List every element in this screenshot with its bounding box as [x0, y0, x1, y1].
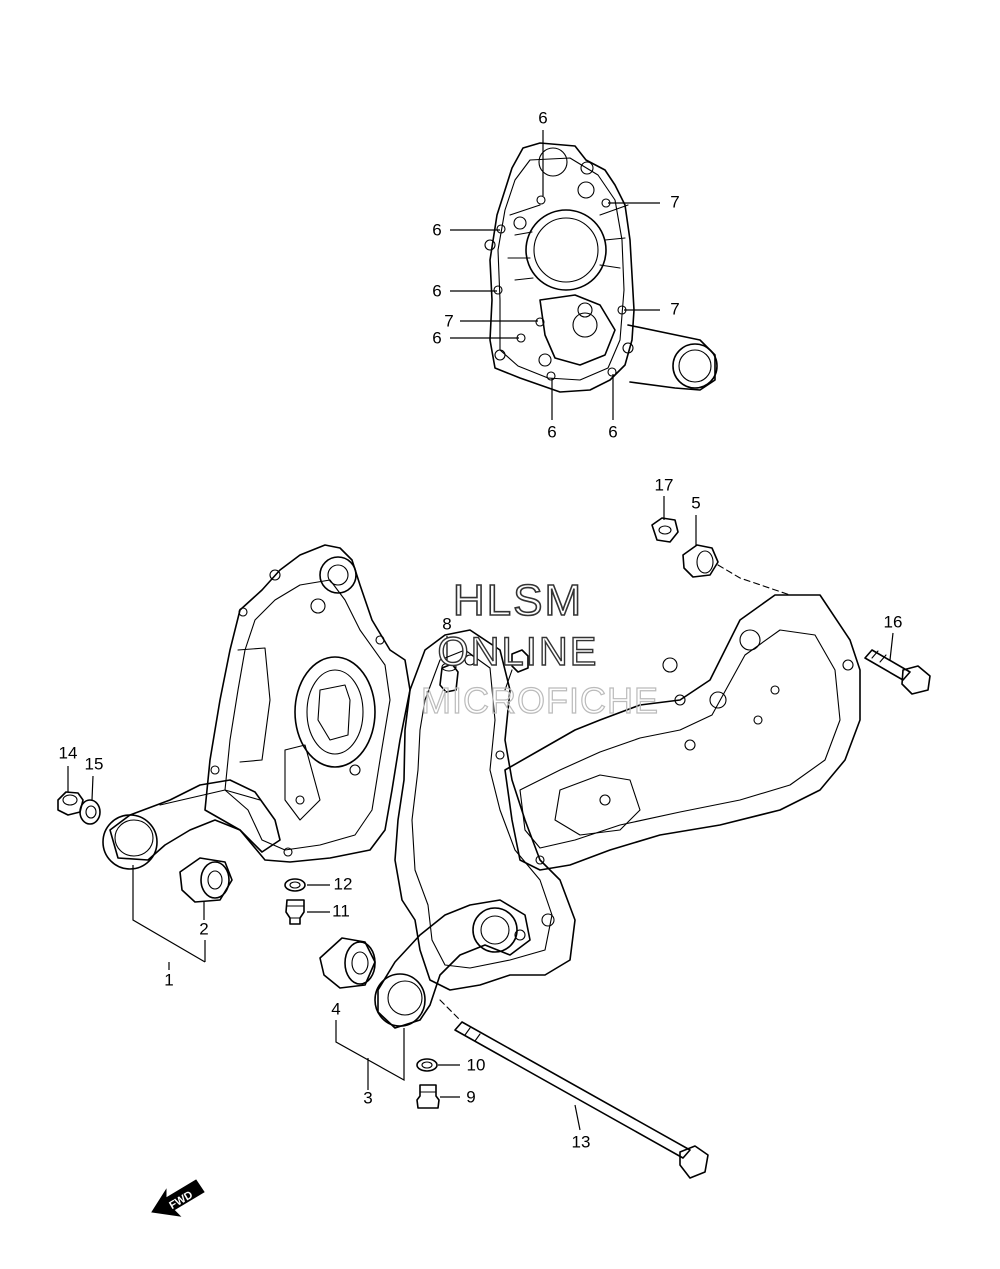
- engine-hanger-arm-left: [102, 779, 281, 870]
- bolt-16: [864, 649, 931, 695]
- bushing-4: [319, 937, 376, 989]
- callout-10: 10: [467, 1055, 486, 1074]
- callout-6: 6: [547, 422, 556, 441]
- callout-2: 2: [199, 919, 208, 938]
- callout-11: 11: [332, 901, 350, 920]
- callout-9: 9: [466, 1087, 475, 1106]
- leader-lines: [67, 130, 894, 1131]
- callout-12: 12: [334, 874, 353, 893]
- callout-6: 6: [432, 220, 441, 239]
- callout-3: 3: [363, 1088, 372, 1107]
- callout-7: 7: [670, 299, 679, 318]
- callout-14: 14: [59, 743, 78, 762]
- watermark-line-1: HLSM: [453, 576, 583, 625]
- callout-6: 6: [432, 281, 441, 300]
- plug-11: [285, 899, 305, 925]
- callout-6: 6: [432, 328, 441, 347]
- watermark-line-3: MICROFICHE: [421, 680, 659, 721]
- gasket-10: [416, 1058, 438, 1072]
- callout-1: 1: [164, 970, 173, 989]
- callout-16: 16: [884, 612, 903, 631]
- washer-15: [79, 799, 101, 825]
- fwd-label: FWD: [167, 1189, 195, 1212]
- callout-13: 13: [572, 1132, 591, 1151]
- callout-17: 17: [655, 475, 674, 494]
- plug-9: [416, 1084, 440, 1109]
- left-crankcase-half: [204, 544, 411, 863]
- long-bolt-13: [454, 1021, 709, 1179]
- bushing-5: [682, 544, 719, 578]
- fwd-arrow-icon: FWD: [151, 1179, 205, 1217]
- watermark-line-2: ONLINE: [438, 630, 599, 674]
- callout-labels: 6 6 6 7 6 7 7 6 6 17 5 16 8 14 15 12 11 …: [59, 108, 903, 1151]
- callout-7: 7: [670, 192, 679, 211]
- bushing-2: [179, 857, 233, 903]
- nut-17: [651, 517, 679, 543]
- gasket-12: [284, 878, 306, 892]
- callout-4: 4: [331, 999, 340, 1018]
- watermark: HLSM ONLINE MICROFICHE: [420, 575, 659, 721]
- dowel-pin-8: [439, 649, 529, 693]
- crankcase-cover-assembly: [484, 142, 718, 393]
- callout-6: 6: [538, 108, 547, 127]
- callout-8: 8: [442, 614, 451, 633]
- callout-5: 5: [691, 493, 700, 512]
- callout-6: 6: [608, 422, 617, 441]
- engine-hanger-arm-right: [374, 899, 531, 1029]
- callout-7: 7: [444, 311, 453, 330]
- right-crankcase-half: [394, 594, 861, 991]
- callout-15: 15: [85, 754, 104, 773]
